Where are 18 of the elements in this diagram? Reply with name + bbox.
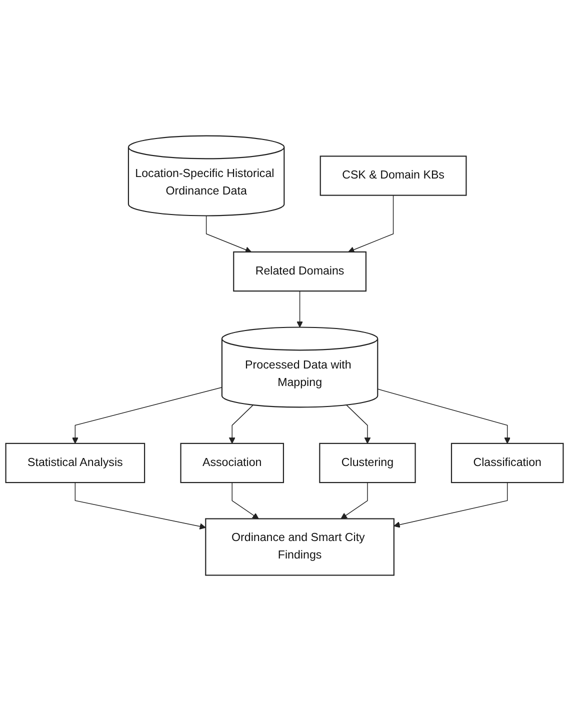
arrow [72, 387, 222, 444]
node-box: Association [180, 442, 284, 484]
arrow [346, 404, 371, 444]
node-box: Related Domains [233, 251, 366, 292]
node-box: Classification [450, 442, 564, 484]
arrow [74, 482, 206, 530]
arrow [340, 482, 368, 520]
node-box: Clustering [319, 442, 416, 484]
node-box: Ordinance and Smart City Findings [205, 518, 394, 576]
arrow [206, 215, 252, 253]
node-box: CSK & Domain KBs [320, 156, 467, 196]
arrow [394, 482, 508, 528]
arrow [228, 404, 254, 444]
arrow [296, 290, 303, 328]
arrow [348, 194, 394, 253]
node-box: Statistical Analysis [5, 442, 146, 484]
arrow [232, 482, 259, 520]
arrow [377, 388, 511, 444]
